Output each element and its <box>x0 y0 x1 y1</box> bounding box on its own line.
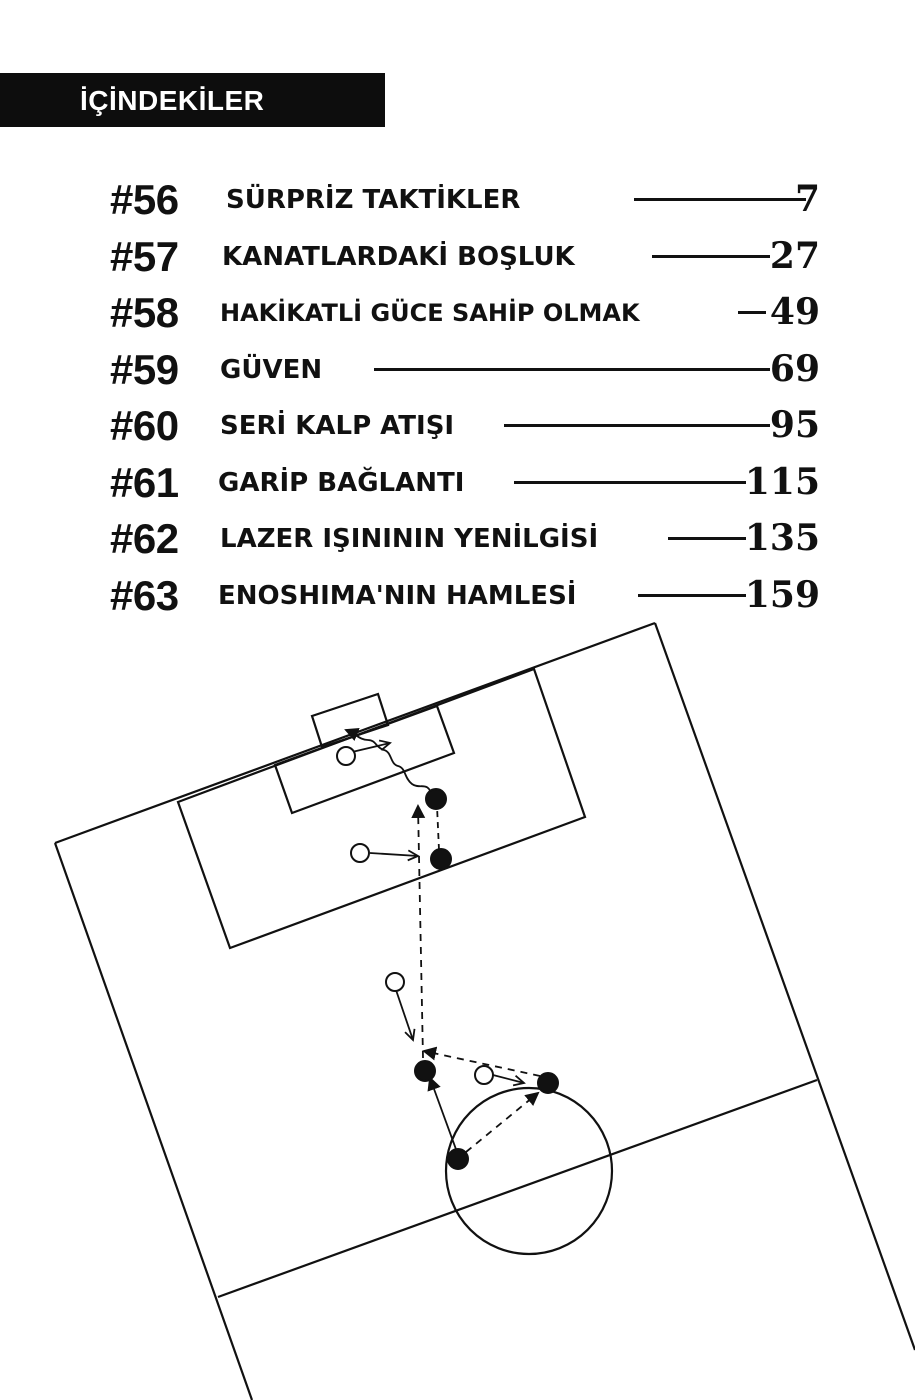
page-number: 95 <box>769 404 820 446</box>
defender-marker <box>350 843 370 863</box>
toc-row[interactable]: #62 LAZER IŞINININ YENİLGİSİ 135 <box>110 511 820 568</box>
attacker-marker <box>447 1148 469 1170</box>
leader-line <box>374 367 770 371</box>
run-path <box>436 805 440 851</box>
attacker-marker <box>414 1060 436 1082</box>
page-number: 69 <box>769 347 820 390</box>
chapter-number: #58 <box>110 289 179 336</box>
chapter-title: LAZER IŞINININ YENİLGİSİ <box>220 524 599 554</box>
leader-line <box>652 254 770 258</box>
chapter-number: #57 <box>110 232 179 280</box>
halfway-line <box>217 1078 818 1299</box>
toc-row[interactable]: #58 HAKİKATLİ GÜCE SAHİP OLMAK 49 <box>110 285 820 342</box>
chapter-number: #60 <box>110 402 179 449</box>
chapter-title: HAKİKATLİ GÜCE SAHİP OLMAK <box>220 299 640 327</box>
pass-path <box>411 804 426 1059</box>
leader-line <box>634 198 806 201</box>
chapter-number: #56 <box>110 176 179 223</box>
goal <box>310 692 390 749</box>
toc-row[interactable]: #61 GARİP BAĞLANTI 115 <box>110 455 820 512</box>
toc-header-title: İÇİNDEKİLER <box>80 85 265 116</box>
soccer-tactics-diagram <box>53 621 915 1400</box>
touchline-right <box>653 622 915 1351</box>
chapter-title: SERİ KALP ATIŞI <box>220 411 455 441</box>
chapter-number: #62 <box>110 515 179 562</box>
chapter-number: #59 <box>110 345 179 393</box>
page-number: 27 <box>769 234 820 277</box>
penalty-area <box>176 667 587 950</box>
defender-run <box>369 849 421 862</box>
page-number: 49 <box>769 291 820 333</box>
toc-row[interactable]: #56 SÜRPRİZ TAKTİKLER 7 <box>110 172 820 229</box>
leader-line <box>738 311 766 314</box>
table-of-contents: #56 SÜRPRİZ TAKTİKLER 7 #57 KANATLARDAKİ… <box>110 172 820 624</box>
leader-line <box>514 480 746 484</box>
toc-row[interactable]: #60 SERİ KALP ATIŞI 95 <box>110 398 820 455</box>
toc-header-bar: İÇİNDEKİLER <box>0 73 385 127</box>
attacker-marker <box>537 1072 559 1094</box>
chapter-title: SÜRPRİZ TAKTİKLER <box>226 185 521 215</box>
chapter-title: KANATLARDAKİ BOŞLUK <box>222 241 575 272</box>
defender-marker <box>336 746 356 766</box>
touchline-left <box>53 842 254 1400</box>
touchline-top <box>54 621 656 845</box>
pass-path <box>422 1046 541 1077</box>
page-number: 7 <box>794 178 820 220</box>
attacker-marker <box>430 848 452 870</box>
leader-line <box>638 593 746 597</box>
chapter-title: GÜVEN <box>220 354 323 385</box>
run-path <box>427 1076 458 1153</box>
chapter-title: ENOSHIMA'NIN HAMLESİ <box>218 580 577 611</box>
attacker-marker <box>425 788 447 810</box>
chapter-title: GARİP BAĞLANTI <box>218 467 465 498</box>
page-number: 115 <box>744 460 820 503</box>
toc-row[interactable]: #63 ENOSHIMA'NIN HAMLESİ 159 <box>110 568 820 625</box>
page-number: 159 <box>744 573 820 616</box>
dribble-path <box>344 727 433 797</box>
defender-marker <box>474 1065 494 1085</box>
defender-run <box>492 1074 526 1087</box>
defender-run <box>395 989 416 1042</box>
defender-marker <box>385 972 405 992</box>
leader-line <box>504 424 770 427</box>
chapter-number: #63 <box>110 571 179 619</box>
toc-row[interactable]: #59 GÜVEN 69 <box>110 342 820 399</box>
defender-run <box>351 739 392 753</box>
pass-path <box>465 1091 540 1153</box>
leader-line <box>668 537 746 540</box>
center-circle <box>444 1086 614 1256</box>
page-number: 135 <box>744 517 820 559</box>
chapter-number: #61 <box>110 458 179 506</box>
toc-row[interactable]: #57 KANATLARDAKİ BOŞLUK 27 <box>110 229 820 286</box>
